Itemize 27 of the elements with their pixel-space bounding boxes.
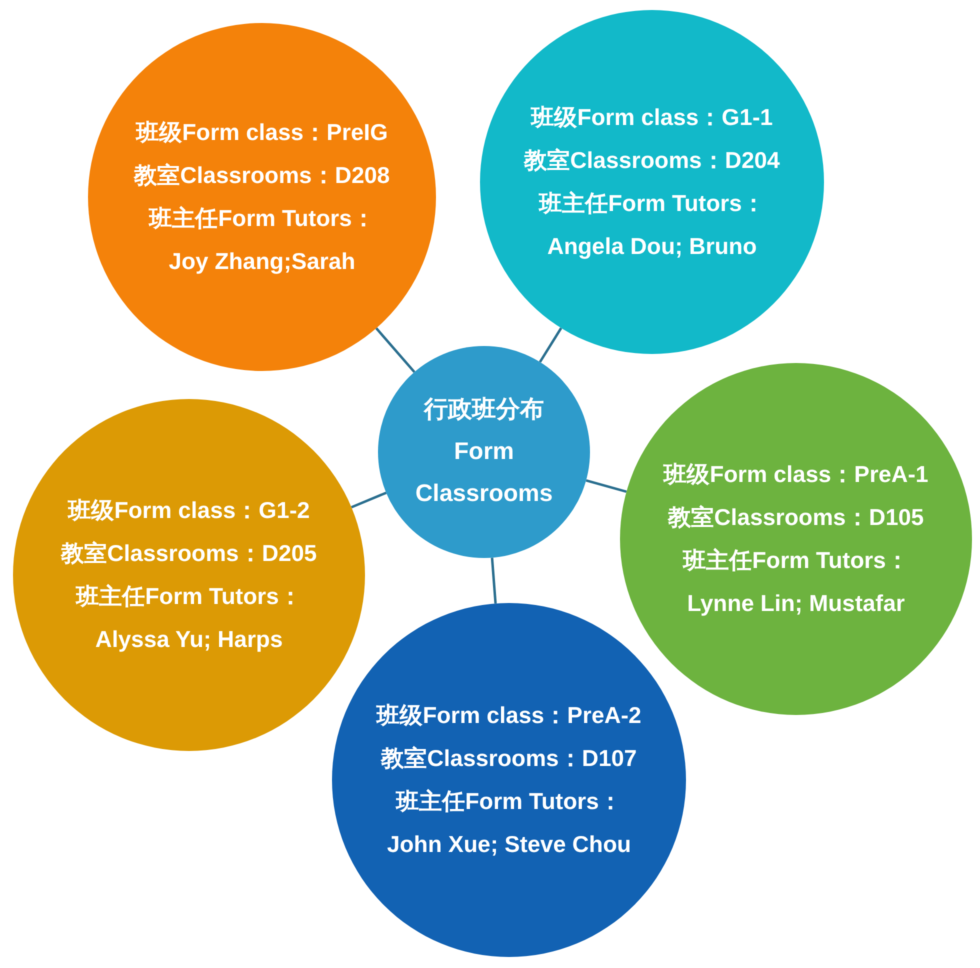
connector-line (586, 479, 627, 493)
class-info-text: 教室Classrooms：D105 (668, 503, 924, 532)
title-text: Form Classrooms (415, 437, 553, 509)
class-info-text: 班级Form class：G1-1 (531, 103, 773, 132)
class-info-text: 班级Form class：PreA-1 (664, 460, 928, 489)
connector-line (490, 558, 497, 604)
class-info-text: 教室Classrooms：D107 (381, 744, 637, 773)
class-info-text: 班主任Form Tutors： (76, 582, 302, 611)
class-info-text: 教室Classrooms：D204 (524, 146, 780, 175)
class-info-text: Lynne Lin; Mustafar (687, 589, 905, 618)
class-info-text: 班级Form class：G1-2 (68, 496, 310, 525)
class-info-text: 班级Form class：PreA-2 (376, 701, 642, 730)
class-info-text: 班主任Form Tutors： (396, 787, 622, 816)
title-text: 行政班分布 (424, 395, 544, 425)
class-info-text: John Xue; Steve Chou (386, 830, 632, 859)
class-info-text: 教室Classrooms：D205 (61, 539, 317, 568)
connector-line (538, 327, 562, 363)
class-info-text: 教室Classrooms：D208 (134, 161, 390, 190)
class-info-text: Joy Zhang;Sarah (168, 247, 356, 276)
class-info-text: 班主任Form Tutors： (149, 204, 375, 233)
connector-line (375, 327, 416, 373)
class-info-text: 班级Form class：PreIG (136, 118, 388, 147)
connector-line (350, 492, 387, 508)
class-info-text: Angela Dou; Bruno (547, 232, 757, 261)
class-info-text: 班主任Form Tutors： (539, 189, 765, 218)
class-info-text: 班主任Form Tutors： (683, 546, 909, 575)
class-info-text: Alyssa Yu; Harps (95, 625, 283, 654)
